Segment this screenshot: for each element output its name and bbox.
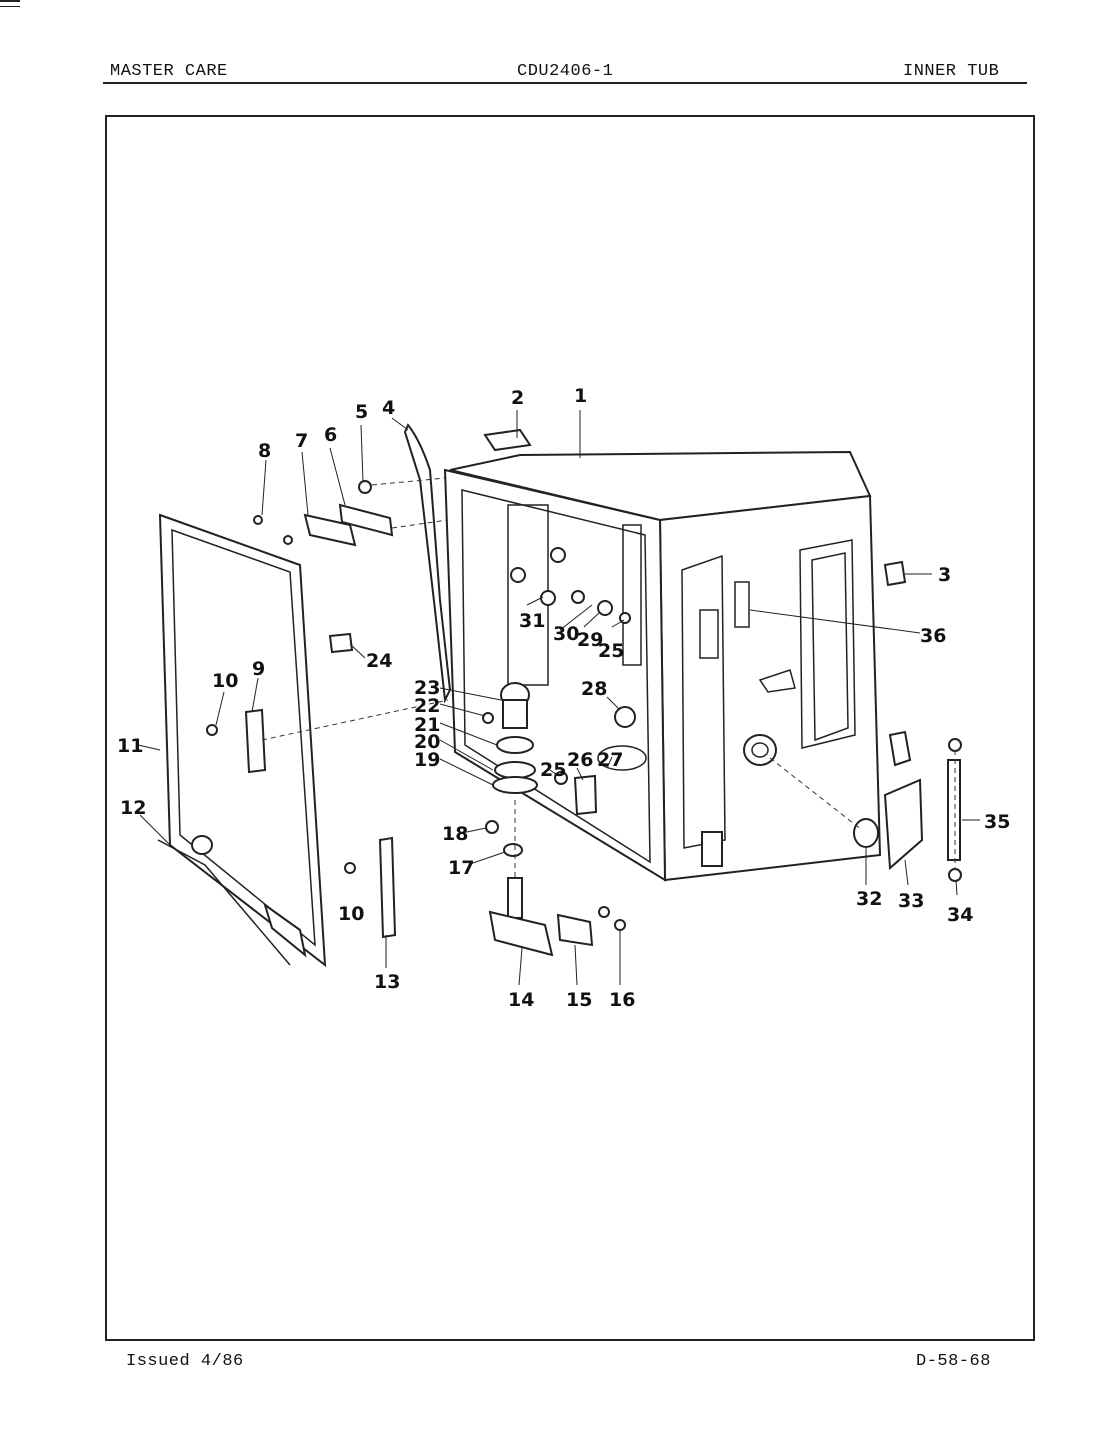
alignment-lines xyxy=(261,477,956,880)
door-gasket-strip xyxy=(403,423,452,704)
callout-33: 33 xyxy=(898,890,924,912)
callout-6: 6 xyxy=(324,424,337,446)
callout-1: 1 xyxy=(574,385,587,407)
inner-tub xyxy=(443,450,882,882)
callout-20: 20 xyxy=(414,731,440,753)
callout-23: 23 xyxy=(414,677,440,699)
pump-assembly xyxy=(482,682,538,794)
callout-11: 11 xyxy=(117,735,143,757)
header-rule xyxy=(103,82,1027,84)
callout-27: 27 xyxy=(597,749,623,771)
callout-22: 22 xyxy=(414,695,440,717)
callout-32: 32 xyxy=(856,888,882,910)
callout-19: 19 xyxy=(414,749,440,771)
callout-14: 14 xyxy=(508,989,534,1011)
callout-34: 34 xyxy=(947,904,973,926)
footer-document-code: D-58-68 xyxy=(916,1352,991,1371)
callout-8: 8 xyxy=(258,440,271,462)
callout-15: 15 xyxy=(566,989,592,1011)
callout-21: 21 xyxy=(414,714,440,736)
callout-18: 18 xyxy=(442,823,468,845)
callout-24: 24 xyxy=(366,650,392,672)
callout-5: 5 xyxy=(355,401,368,423)
callout-labels: 1 2 3 4 5 6 7 8 9 10 10 11 12 13 14 15 1… xyxy=(117,385,1010,1011)
callout-12: 12 xyxy=(120,797,146,819)
callout-3: 3 xyxy=(938,564,951,586)
callout-26: 26 xyxy=(567,749,593,771)
callout-2: 2 xyxy=(511,387,524,409)
callout-29: 29 xyxy=(577,629,603,651)
callout-10-lower: 10 xyxy=(338,903,364,925)
callout-4: 4 xyxy=(382,397,395,419)
callout-28: 28 xyxy=(581,678,607,700)
diagram-frame xyxy=(105,115,1035,1341)
footer-issued-date: Issued 4/86 xyxy=(126,1352,244,1371)
header-model-number: CDU2406-1 xyxy=(517,62,614,81)
corner-mark xyxy=(0,0,20,7)
callout-25-lower: 25 xyxy=(540,759,566,781)
callout-9: 9 xyxy=(252,658,265,680)
hinge-hardware xyxy=(206,428,907,939)
callout-7: 7 xyxy=(295,430,308,452)
callout-36: 36 xyxy=(920,625,946,647)
leader-lines xyxy=(137,410,980,986)
callout-13: 13 xyxy=(374,971,400,993)
callout-16: 16 xyxy=(609,989,635,1011)
callout-31: 31 xyxy=(519,610,545,632)
door-frame xyxy=(157,513,327,968)
callout-30: 30 xyxy=(553,623,579,645)
callout-10-upper: 10 xyxy=(212,670,238,692)
callout-17: 17 xyxy=(448,857,474,879)
header-brand: MASTER CARE xyxy=(110,62,228,81)
callout-25-upper: 25 xyxy=(598,640,624,662)
callout-35: 35 xyxy=(984,811,1010,833)
header-section-title: INNER TUB xyxy=(903,62,1000,81)
wall-fittings xyxy=(510,547,636,728)
